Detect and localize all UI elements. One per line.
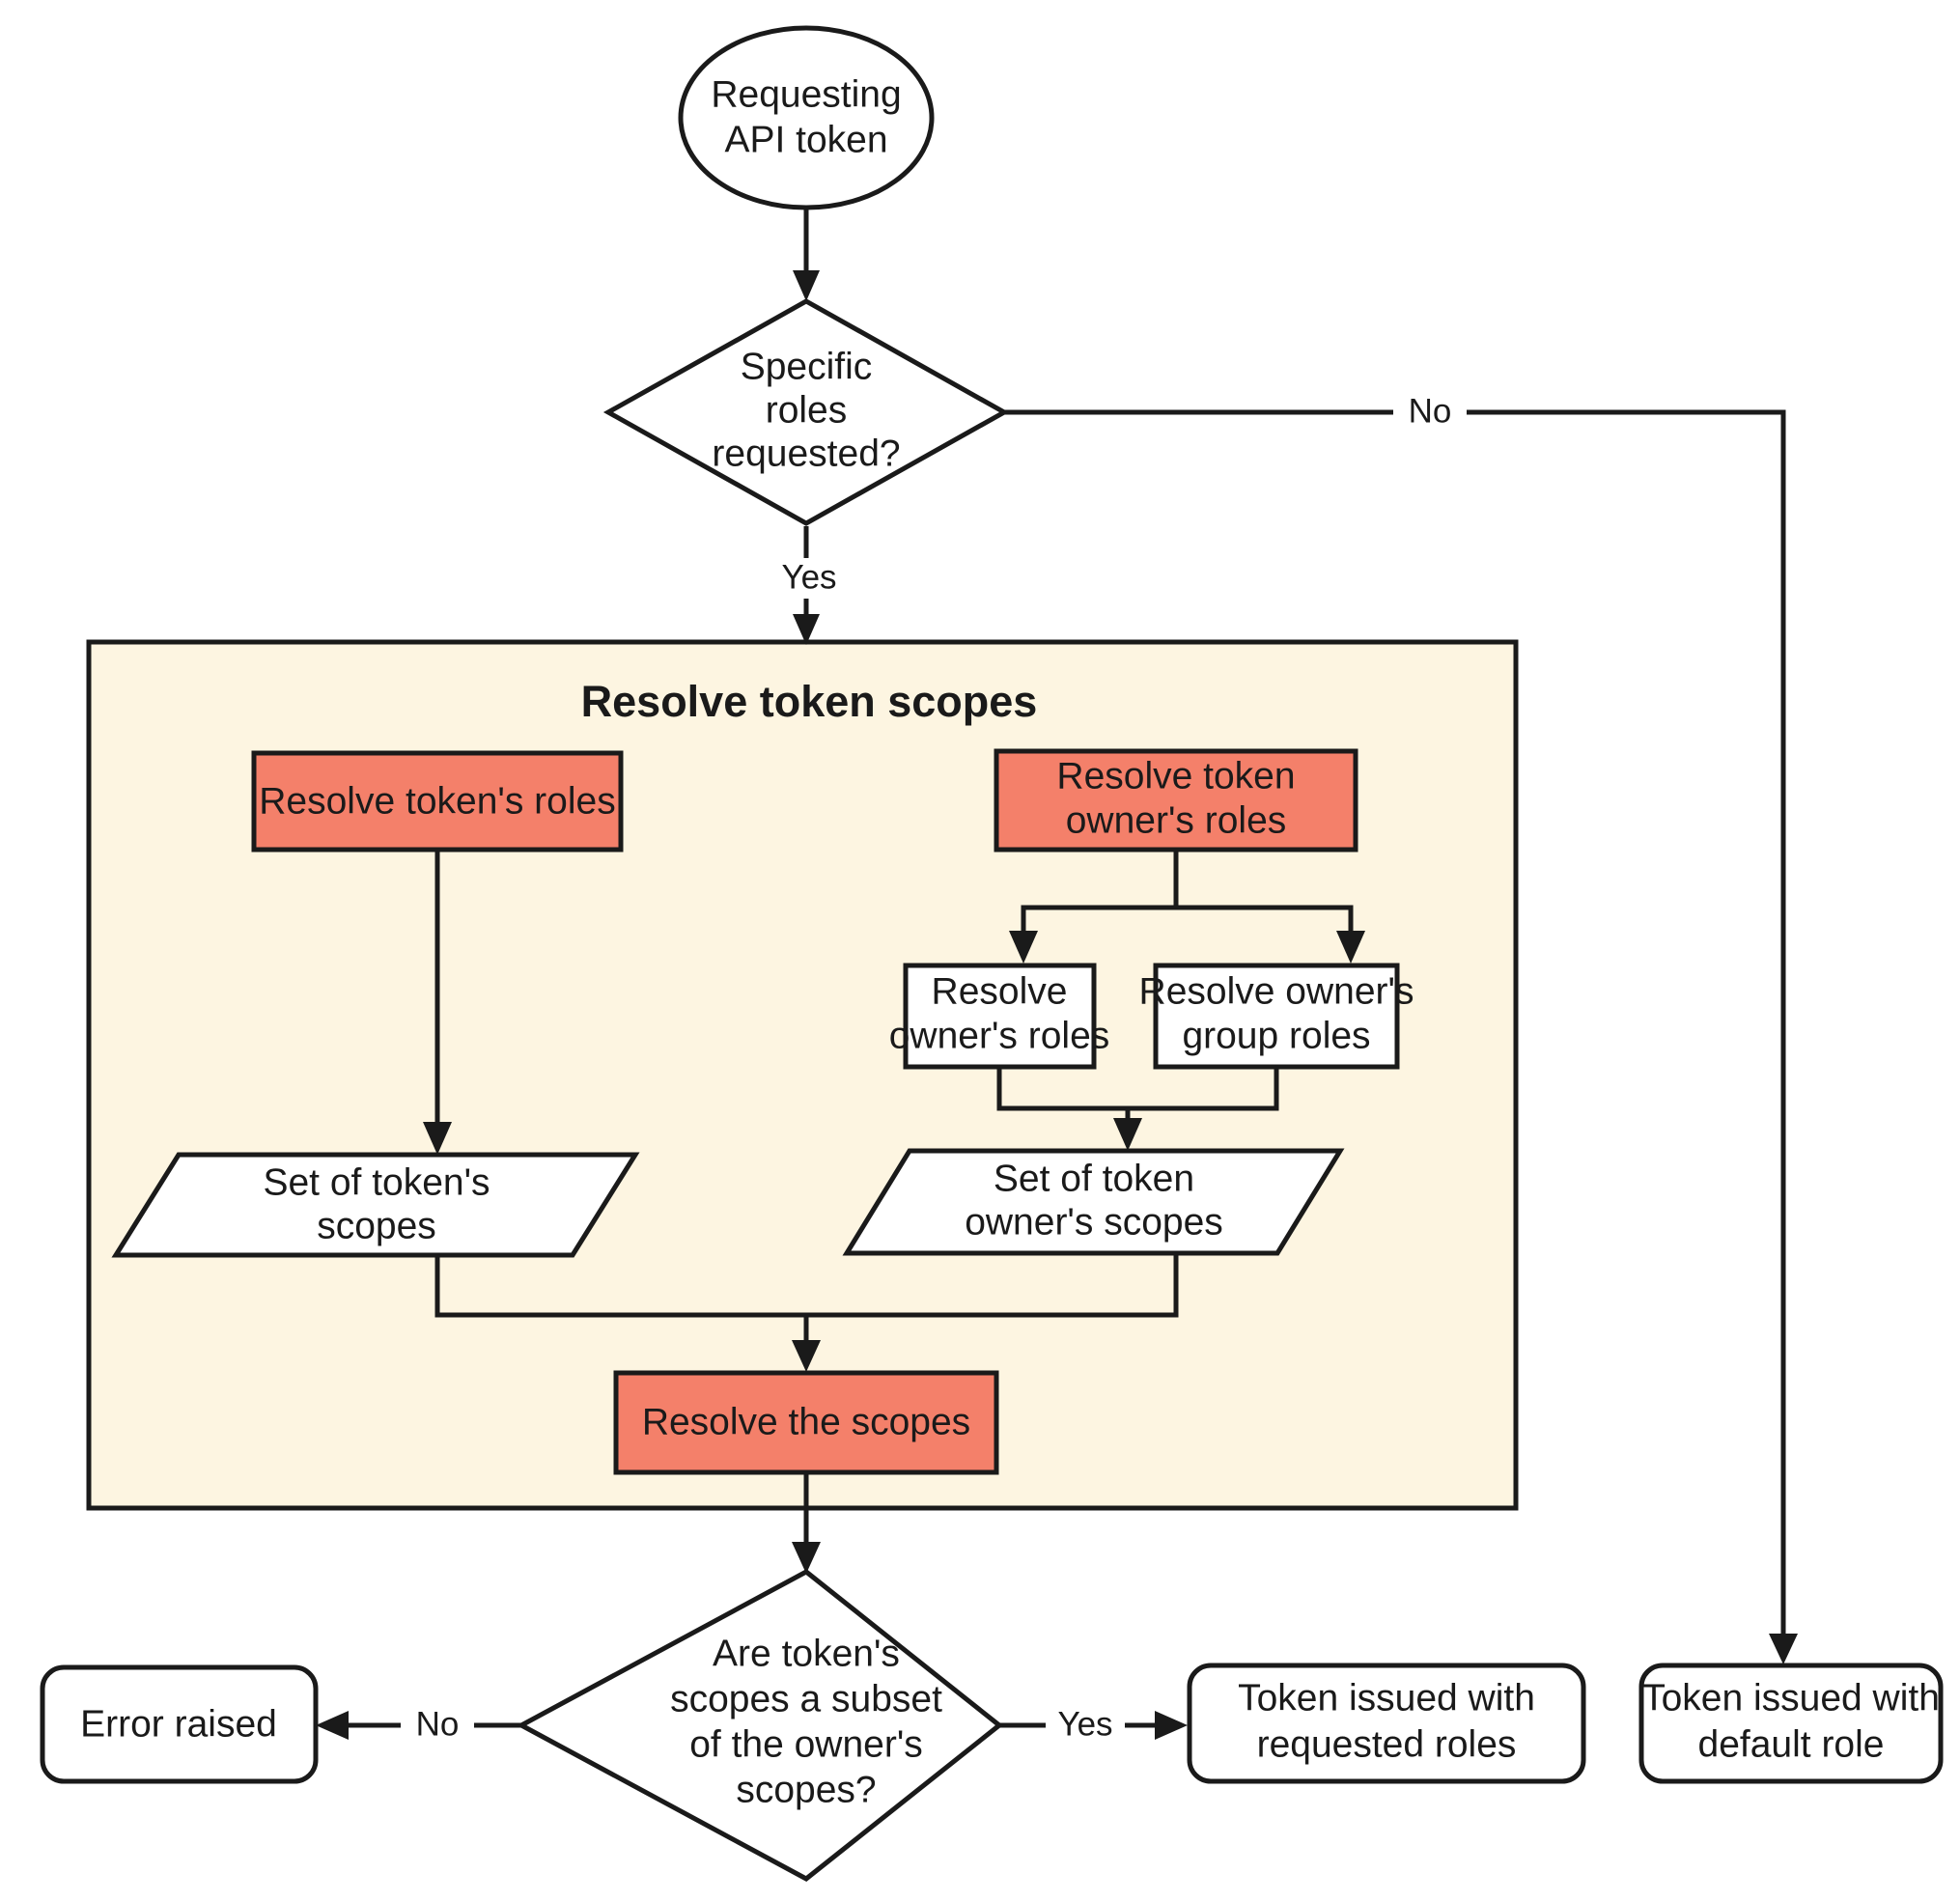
edge-label-yes-2: Yes [1057, 1705, 1112, 1743]
node-label-error-raised: Error raised [80, 1703, 277, 1745]
node-subset-decision[interactable]: Are token's scopes a subset of the owner… [516, 1569, 1004, 1882]
node-label-set-owner-line2: owner's scopes [965, 1201, 1223, 1243]
node-resolve-owners-group-roles[interactable]: Resolve owner's group roles [1139, 963, 1414, 1070]
node-label-resolve-the-scopes: Resolve the scopes [642, 1401, 970, 1442]
node-label-owner-roles-line1: Resolve token [1056, 755, 1295, 797]
node-label-decision1-line3: requested? [712, 433, 900, 474]
node-resolve-tokens-roles[interactable]: Resolve token's roles [251, 750, 624, 853]
node-label-decision1-line1: Specific [741, 346, 873, 387]
node-label-issued-def-line2: default role [1698, 1723, 1885, 1765]
node-label-issued-def-line1: Token issued with [1642, 1677, 1940, 1719]
node-token-issued-default-role[interactable]: Token issued with default role [1638, 1663, 1944, 1784]
edge-owner-boxes-merge [996, 1067, 1279, 1151]
edge-resolve-to-subset-decision [792, 1472, 821, 1574]
edge-decision-no-to-default-token: No [1004, 392, 1798, 1664]
edge-label-no-2: No [416, 1705, 460, 1743]
edge-subset-yes-to-requested-token: Yes [999, 1705, 1188, 1746]
edge-decision-yes-to-cluster: Yes [768, 526, 845, 645]
node-label-issued-req-line2: requested roles [1257, 1723, 1517, 1765]
node-requesting-api-token[interactable]: Requesting API token [678, 25, 935, 210]
node-set-of-token-owners-scopes[interactable]: Set of token owner's scopes [842, 1148, 1345, 1256]
node-label-res-owner-line2: owner's roles [889, 1015, 1110, 1056]
node-label-decision2-line4: scopes? [736, 1769, 876, 1810]
node-label-decision2-line1: Are token's [713, 1633, 900, 1674]
node-label-res-group-line1: Resolve owner's [1139, 970, 1414, 1012]
node-label-decision1-line2: roles [766, 389, 848, 431]
node-label-set-tokens-line2: scopes [317, 1205, 436, 1246]
node-error-raised[interactable]: Error raised [40, 1664, 319, 1784]
node-resolve-the-scopes[interactable]: Resolve the scopes [613, 1370, 999, 1475]
node-label-resolve-tokens-roles: Resolve token's roles [259, 780, 615, 822]
node-label-start-line2: API token [724, 119, 887, 160]
node-label-decision2-line2: scopes a subset [670, 1678, 942, 1719]
edge-subset-no-to-error: No [316, 1705, 521, 1746]
node-label-res-owner-line1: Resolve [932, 970, 1068, 1012]
node-label-start-line1: Requesting [711, 73, 901, 115]
node-label-decision2-line3: of the owner's [689, 1723, 923, 1765]
node-label-set-tokens-line1: Set of token's [263, 1161, 490, 1203]
edge-scopes-merge-to-resolve [434, 1255, 1179, 1372]
node-resolve-token-owners-roles[interactable]: Resolve token owner's roles [994, 748, 1358, 853]
node-label-set-owner-line1: Set of token [994, 1158, 1194, 1199]
node-token-issued-requested-roles[interactable]: Token issued with requested roles [1187, 1663, 1586, 1784]
edge-label-no-1: No [1409, 392, 1452, 430]
node-set-of-tokens-scopes[interactable]: Set of token's scopes [111, 1152, 640, 1258]
node-specific-roles-requested[interactable]: Specific roles requested? [602, 298, 1010, 526]
node-label-res-group-line2: group roles [1182, 1015, 1370, 1056]
edge-label-yes-1: Yes [781, 558, 836, 596]
node-resolve-owners-roles[interactable]: Resolve owner's roles [889, 963, 1110, 1070]
node-label-issued-req-line1: Token issued with [1238, 1677, 1535, 1719]
edge-owner-roles-fork [1009, 850, 1365, 964]
cluster-title: Resolve token scopes [581, 677, 1038, 726]
node-label-owner-roles-line2: owner's roles [1066, 799, 1287, 841]
edge-tokens-roles-to-tokens-scopes [423, 850, 452, 1155]
edge-start-to-decision [793, 210, 820, 301]
